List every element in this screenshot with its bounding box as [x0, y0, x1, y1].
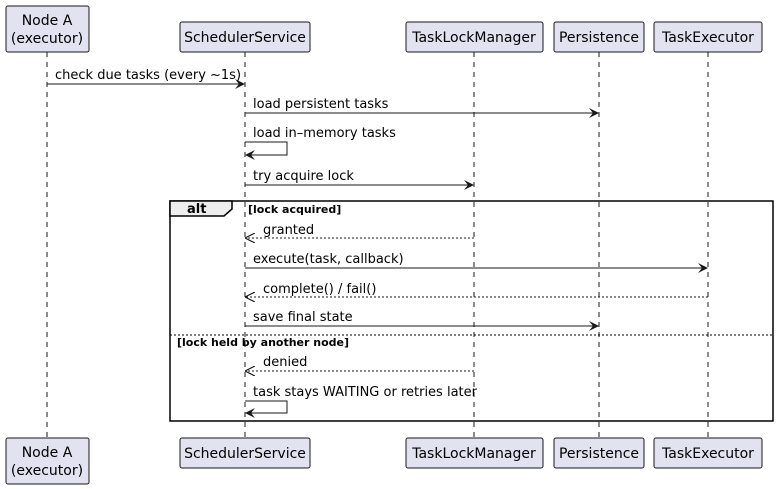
participant-label: Node A [22, 13, 73, 29]
participant-persistence: Persistence [553, 21, 645, 53]
message-label: complete() / fail() [263, 282, 376, 297]
message-label: load persistent tasks [253, 97, 389, 112]
message-label: task stays WAITING or retries later [253, 385, 478, 400]
participant-label: Persistence [559, 30, 639, 46]
message-complete-fail: complete() / fail() [246, 282, 708, 297]
message-check-due-tasks: check due tasks (every ~1s) [47, 68, 245, 89]
message-label: load in–memory tasks [253, 126, 396, 141]
participant-node-a: Node A (executor) [5, 5, 90, 53]
message-granted: granted [246, 223, 474, 238]
message-execute: execute(task, callback) [245, 252, 708, 273]
participant-label: TaskExecutor [661, 30, 754, 46]
guard-lock-held: [lock held by another node] [177, 336, 349, 349]
participant-node-a-footer: Node A (executor) [5, 437, 90, 485]
message-load-in-memory-tasks: load in–memory tasks [245, 126, 396, 160]
participant-label: Persistence [559, 446, 639, 462]
alt-frame [169, 200, 774, 422]
message-task-stays-waiting: task stays WAITING or retries later [245, 385, 478, 418]
participant-persistence-footer: Persistence [553, 437, 645, 469]
participant-task-executor: TaskExecutor [653, 21, 763, 53]
participant-label: TaskLockManager [411, 30, 536, 46]
message-label: execute(task, callback) [253, 252, 404, 267]
participant-scheduler-service-footer: SchedulerService [179, 437, 311, 469]
message-label: check due tasks (every ~1s) [55, 68, 241, 83]
message-save-final-state: save final state [245, 310, 599, 331]
participant-task-lock-manager: TaskLockManager [405, 21, 544, 53]
participant-task-lock-manager-footer: TaskLockManager [405, 437, 544, 469]
message-denied: denied [246, 355, 474, 371]
participant-label: TaskLockManager [411, 446, 536, 462]
participant-label: Node A [22, 445, 73, 461]
message-label: granted [263, 223, 314, 238]
message-load-persistent-tasks: load persistent tasks [245, 97, 599, 118]
messages: check due tasks (every ~1s) load persist… [47, 68, 708, 418]
participant-label: (executor) [11, 463, 83, 479]
participant-scheduler-service: SchedulerService [179, 21, 311, 53]
alt-operator: alt [187, 202, 206, 217]
alt-tab [169, 200, 233, 217]
alt-fragment: alt [lock acquired] [lock held by anothe… [169, 200, 774, 422]
participant-label: SchedulerService [184, 30, 306, 46]
participant-label: SchedulerService [184, 446, 306, 462]
message-label: save final state [253, 310, 353, 325]
message-label: denied [263, 355, 307, 370]
participants-bottom: Node A (executor) SchedulerService TaskL… [5, 437, 763, 485]
participant-task-executor-footer: TaskExecutor [653, 437, 763, 469]
participant-label: (executor) [11, 31, 83, 47]
message-try-acquire-lock: try acquire lock [245, 169, 474, 190]
message-label: try acquire lock [253, 169, 354, 184]
participants-top: Node A (executor) SchedulerService TaskL… [5, 5, 763, 53]
guard-lock-acquired: [lock acquired] [248, 203, 341, 216]
participant-label: TaskExecutor [661, 446, 754, 462]
